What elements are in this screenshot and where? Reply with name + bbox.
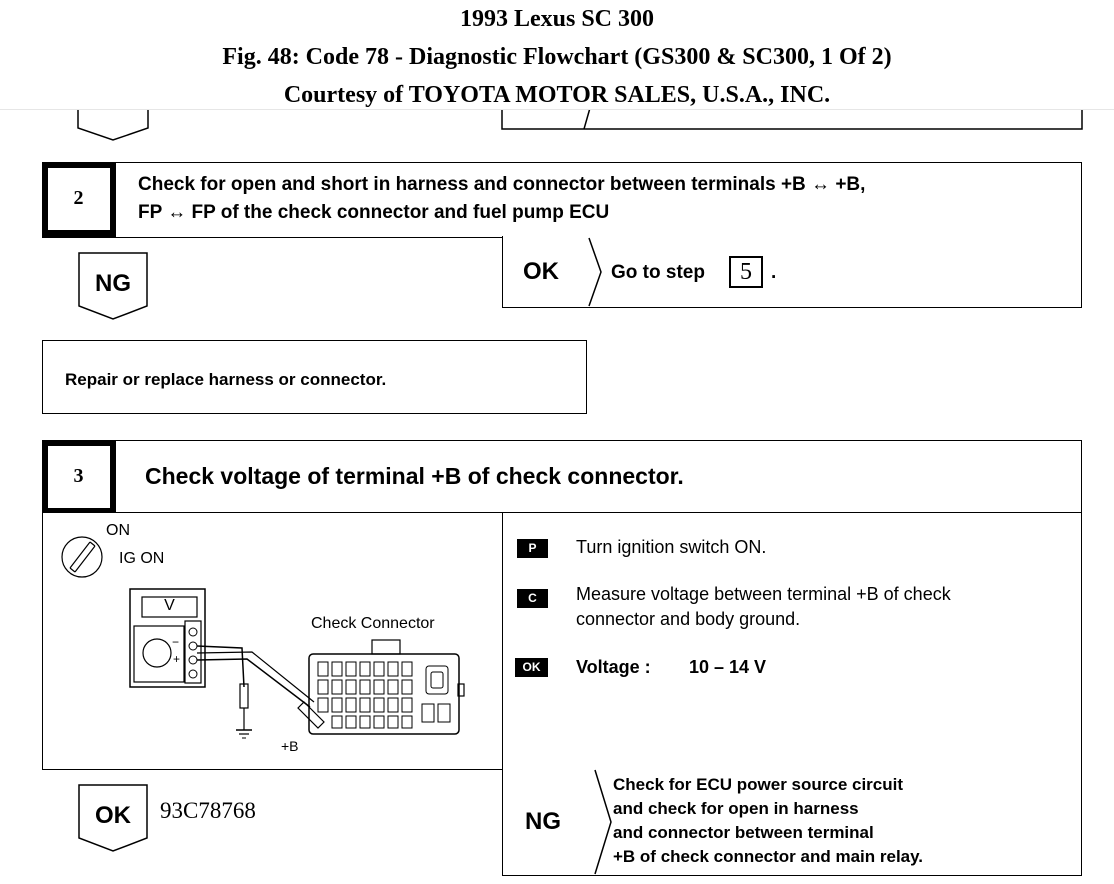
step3-ng-text-4: +B of check connector and main relay. — [613, 847, 924, 866]
step3-ok-badge — [78, 784, 148, 852]
repair-text: Repair or replace harness or connector. — [65, 370, 387, 389]
step2-ng-badge — [78, 252, 148, 320]
meter-unit-label: V — [164, 597, 175, 614]
voltmeter-icon — [129, 588, 206, 688]
instruction-p-text: Turn ignition switch ON. — [576, 537, 767, 557]
svg-text:−: − — [172, 635, 179, 649]
step3-instruction-panel: P Turn ignition switch ON. C Measure vol… — [502, 512, 1082, 770]
step2-text-line1: Check for open and short in harness and … — [138, 174, 866, 195]
step3-ng-label: NG — [525, 808, 561, 835]
step3-ok-label: OK — [95, 802, 131, 829]
step3-number: 3 — [47, 445, 110, 508]
tag-ok: OK — [515, 658, 548, 677]
step2-goto-step-number: 5 — [740, 258, 752, 285]
ignition-ig-on-label: IG ON — [119, 550, 165, 567]
step2-goto-text: Go to step — [611, 262, 705, 283]
step3-ng-text-2: and check for open in harness — [613, 799, 859, 818]
step2-ok-branch: OK Go to step 5 . — [502, 236, 1082, 308]
step2-box: 2 Check for open and short in harness an… — [41, 161, 1082, 238]
svg-text:+: + — [173, 652, 180, 666]
step3-diagram-panel — [42, 512, 504, 770]
step3-title: Check voltage of terminal +B of check co… — [145, 463, 684, 489]
tag-p: P — [517, 539, 548, 558]
terminal-b-label: +B — [281, 738, 299, 754]
step3-ng-branch: NG Check for ECU power source circuit an… — [502, 768, 1082, 876]
check-connector-icon — [308, 639, 465, 735]
header-figure-title: Fig. 48: Code 78 - Diagnostic Flowchart … — [222, 44, 892, 70]
tag-c: C — [517, 589, 548, 608]
step3-header-box: 3 Check voltage of terminal +B of check … — [41, 439, 1082, 516]
step2-ok-separator — [588, 237, 602, 307]
check-connector-label: Check Connector — [311, 615, 435, 632]
step2-ng-label: NG — [95, 270, 131, 297]
step2-text-line2: FP ↔ FP of the check connector and fuel … — [138, 202, 610, 223]
step2-number: 2 — [47, 167, 110, 230]
repair-box: Repair or replace harness or connector. — [42, 340, 587, 414]
top-ok-badge-fragment — [77, 100, 1083, 141]
step2-number-frame: 2 — [41, 161, 116, 238]
ignition-switch-icon — [61, 536, 103, 578]
figure-code: 93C78768 — [160, 798, 256, 823]
ignition-on-label: ON — [106, 522, 130, 539]
step2-goto-step-box: 5 — [729, 256, 763, 288]
instruction-c-line1: Measure voltage between terminal +B of c… — [576, 584, 951, 604]
header-courtesy: Courtesy of TOYOTA MOTOR SALES, U.S.A., … — [283, 82, 831, 108]
header-vehicle: 1993 Lexus SC 300 — [459, 6, 655, 32]
step3-ng-text-1: Check for ECU power source circuit — [613, 775, 904, 794]
step3-ng-separator — [594, 769, 612, 875]
step3-ng-text-3: and connector between terminal — [613, 823, 874, 842]
step3-diagram: − + — [61, 536, 465, 739]
instruction-ok-value: 10 – 14 V — [689, 657, 767, 677]
step2-goto-period: . — [771, 262, 777, 283]
instruction-ok-label: Voltage : — [576, 657, 651, 677]
step3-number-frame: 3 — [41, 439, 116, 516]
figure-header: 1993 Lexus SC 300 Fig. 48: Code 78 - Dia… — [0, 0, 1114, 110]
instruction-c-line2: connector and body ground. — [576, 609, 801, 629]
step2-ok-label: OK — [523, 258, 559, 285]
